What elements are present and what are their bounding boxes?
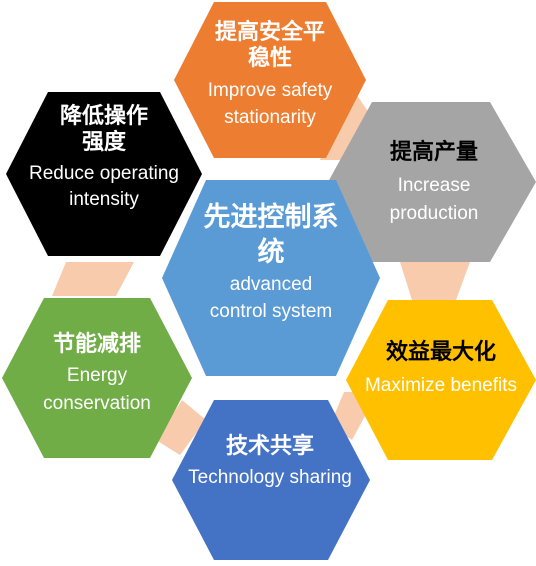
output-label: 提高产量 Increase production xyxy=(354,140,514,227)
technology-label: 技术共享 Technology sharing xyxy=(184,434,356,492)
connector-technology-energy xyxy=(156,400,206,455)
connector-energy-intensity xyxy=(52,262,134,296)
hexagon-center xyxy=(162,180,380,376)
connector-output-benefits xyxy=(400,262,470,300)
center-title-en: advanced control system xyxy=(209,274,333,322)
technology-title-en: Technology sharing xyxy=(188,467,352,489)
technology-title-zh: 技术共享 xyxy=(225,434,314,459)
intensity-title-zh: 降低操作强度 xyxy=(59,104,148,156)
intensity-title-en: Reduce operating intensity xyxy=(29,162,179,211)
benefits-title-en: Maximize benefits xyxy=(364,375,518,397)
energy-title-zh: 节能减排 xyxy=(52,332,141,357)
benefits-title-zh: 效益最大化 xyxy=(385,340,496,365)
hexagon-intensity xyxy=(6,92,202,256)
energy-title-en: Energy conservation xyxy=(43,365,151,414)
center-label: 先进控制系统 advanced control system xyxy=(200,200,342,325)
hexagon-output xyxy=(328,102,536,262)
safety-label: 提高安全平稳性 Improve safety stationarity xyxy=(184,20,356,132)
safety-title-en: Improve safety stationarity xyxy=(207,79,333,129)
output-title-en: Increase production xyxy=(389,175,479,224)
intensity-label: 降低操作强度 Reduce operating intensity xyxy=(28,104,180,214)
benefits-label: 效益最大化 Maximize benefits xyxy=(364,340,518,400)
hexagon-safety xyxy=(174,2,366,158)
output-title-zh: 提高产量 xyxy=(389,140,478,165)
safety-title-zh: 提高安全平稳性 xyxy=(215,20,326,72)
hexagon-benefits xyxy=(346,300,536,460)
center-title-zh: 先进控制系统 xyxy=(203,202,339,269)
energy-label: 节能减排 Energy conservation xyxy=(16,332,178,417)
hexagon-energy xyxy=(2,298,192,458)
hexagon-technology xyxy=(172,400,370,560)
